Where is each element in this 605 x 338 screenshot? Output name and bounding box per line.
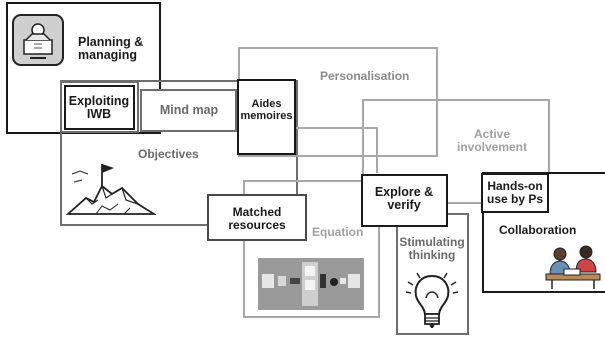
- planning-box: [6, 2, 161, 134]
- equation-label: Equation: [312, 225, 364, 239]
- objectives-label: Objectives: [138, 147, 199, 161]
- planning-icon: [12, 14, 64, 66]
- connector-line: [296, 127, 378, 173]
- exploiting-box: [60, 81, 139, 133]
- personalisation-label: Personalisation: [320, 69, 410, 83]
- students-collaborating-icon: [545, 245, 601, 289]
- matched-label: Matched resources: [228, 205, 286, 232]
- mountain-flag-icon: [66, 164, 156, 215]
- objectives-box: [60, 80, 298, 226]
- equation-box: [243, 180, 380, 318]
- light-bulb-icon: [405, 272, 459, 328]
- collaboration-label: Collaboration: [499, 223, 577, 237]
- explore-label: Explore & verify: [374, 185, 434, 213]
- aides-box: [237, 79, 296, 155]
- explore-box: [361, 174, 448, 227]
- mind-map-label: Mind map: [159, 103, 219, 117]
- connector-line-2: [444, 202, 484, 217]
- aides-label: Aides memoires: [240, 98, 293, 122]
- mind-map-box: [140, 89, 237, 132]
- matched-box: [207, 194, 307, 241]
- equation-screenshot: [258, 258, 364, 310]
- active-label: Active involvement: [456, 127, 528, 154]
- exploiting-label: Exploiting IWB: [68, 94, 130, 122]
- hands-on-label: Hands-on use by Ps: [486, 179, 544, 206]
- planning-label: Planning & managing: [78, 35, 144, 63]
- stimulating-label: Stimulating thinking: [399, 235, 465, 262]
- hands-on-box: [481, 173, 549, 213]
- exploiting-inner-box: [64, 85, 135, 130]
